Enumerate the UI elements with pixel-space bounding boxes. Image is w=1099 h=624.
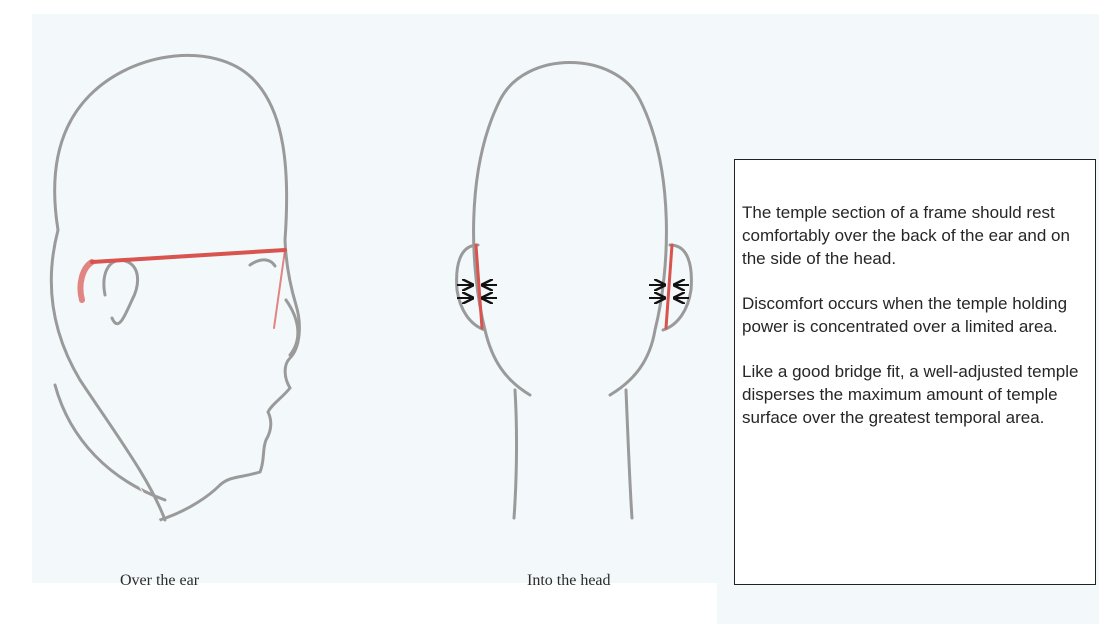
side-eye: [250, 260, 275, 266]
back-neck-right: [626, 390, 632, 518]
temple-ear-bend: [80, 262, 92, 300]
back-head-left-lower: [485, 330, 530, 395]
side-ear: [104, 260, 138, 323]
description-paragraph-3: Like a good bridge fit, a well-adjusted …: [742, 360, 1087, 429]
back-neck-left: [514, 390, 517, 518]
description-box: The temple section of a frame should res…: [734, 159, 1096, 585]
description-paragraph-1: The temple section of a frame should res…: [742, 201, 1087, 270]
side-jaw: [160, 485, 220, 520]
caption-over-the-ear: Over the ear: [120, 572, 199, 590]
description-paragraph-2: Discomfort occurs when the temple holdin…: [742, 292, 1087, 338]
caption-into-the-head: Into the head: [527, 572, 611, 590]
side-profile-head: [51, 55, 299, 520]
frame-front: [274, 250, 285, 328]
back-temple-arms: [476, 245, 672, 328]
back-head-outline: [474, 63, 667, 396]
back-head: [457, 63, 692, 519]
